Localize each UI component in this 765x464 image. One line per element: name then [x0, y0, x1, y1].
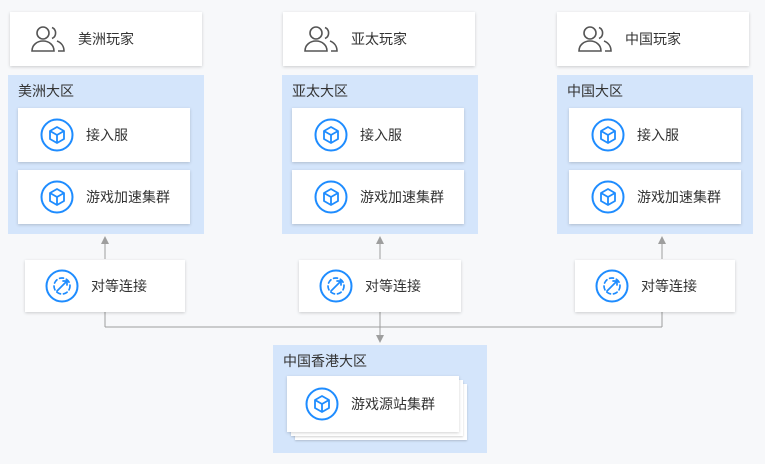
region-title: 中国大区 — [567, 84, 623, 100]
cube-icon — [314, 118, 348, 152]
player-box-china: 中国玩家 — [557, 12, 749, 66]
origin-cluster-label: 游戏源站集群 — [351, 397, 435, 413]
peering-box-2: 对等连接 — [299, 260, 461, 312]
player-box-apac: 亚太玩家 — [283, 12, 475, 66]
player-box-americas: 美洲玩家 — [10, 12, 202, 66]
region-hong-kong: 中国香港大区 游戏源站集群 — [273, 345, 487, 453]
origin-cluster-box: 游戏源站集群 — [287, 376, 459, 432]
player-label: 美洲玩家 — [78, 32, 134, 48]
accel-cluster-box: 游戏加速集群 — [569, 170, 741, 224]
region-title: 美洲大区 — [18, 84, 74, 100]
access-server-label: 接入服 — [637, 128, 679, 144]
access-server-box: 接入服 — [292, 108, 464, 162]
region-china: 中国大区 接入服 游戏加速集群 — [557, 75, 753, 234]
cube-icon — [591, 180, 625, 214]
cube-icon — [305, 387, 339, 421]
peering-label: 对等连接 — [365, 279, 421, 295]
cube-icon — [314, 180, 348, 214]
accel-cluster-label: 游戏加速集群 — [637, 190, 721, 206]
peering-box-1: 对等连接 — [25, 260, 185, 312]
peering-label: 对等连接 — [641, 279, 697, 295]
access-server-box: 接入服 — [569, 108, 741, 162]
region-title: 中国香港大区 — [283, 354, 367, 370]
access-server-label: 接入服 — [86, 128, 128, 144]
peering-icon — [45, 269, 79, 303]
access-server-label: 接入服 — [360, 128, 402, 144]
accel-cluster-label: 游戏加速集群 — [360, 190, 444, 206]
player-label: 中国玩家 — [625, 32, 681, 48]
region-americas: 美洲大区 接入服 游戏加速集群 — [8, 75, 204, 234]
cube-icon — [40, 180, 74, 214]
peering-box-3: 对等连接 — [575, 260, 735, 312]
peering-icon — [319, 269, 353, 303]
region-title: 亚太大区 — [292, 84, 348, 100]
users-icon — [30, 24, 66, 54]
peering-icon — [595, 269, 629, 303]
accel-cluster-box: 游戏加速集群 — [292, 170, 464, 224]
users-icon — [303, 24, 339, 54]
region-apac: 亚太大区 接入服 游戏加速集群 — [282, 75, 478, 234]
accel-cluster-box: 游戏加速集群 — [18, 170, 190, 224]
access-server-box: 接入服 — [18, 108, 190, 162]
accel-cluster-label: 游戏加速集群 — [86, 190, 170, 206]
player-label: 亚太玩家 — [351, 32, 407, 48]
cube-icon — [40, 118, 74, 152]
peering-label: 对等连接 — [91, 279, 147, 295]
users-icon — [577, 24, 613, 54]
cube-icon — [591, 118, 625, 152]
